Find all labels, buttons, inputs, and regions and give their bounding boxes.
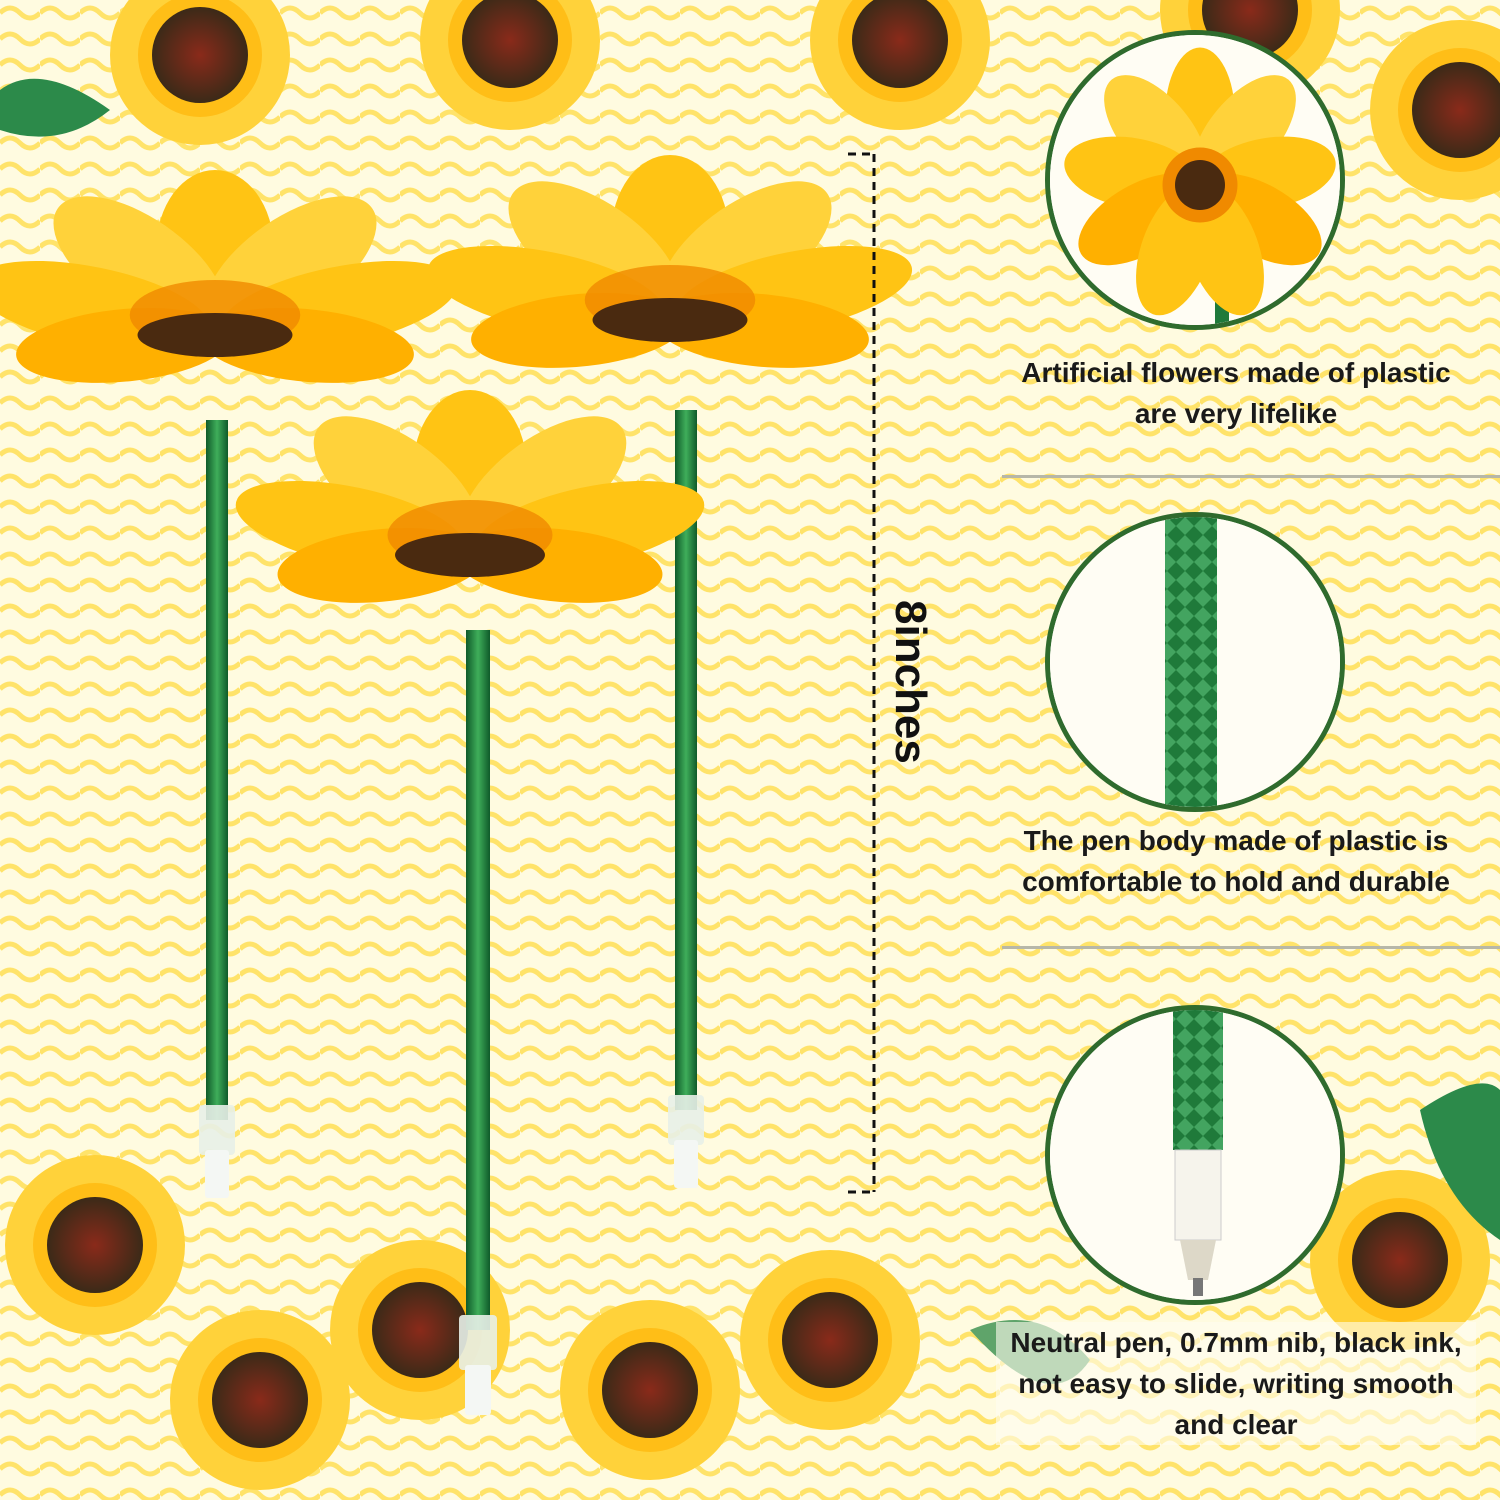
divider (1002, 475, 1500, 478)
length-label: 8inches (886, 600, 935, 764)
pen-body-caption: The pen body made of plastic is comforta… (1022, 825, 1450, 897)
pen-nib-closeup-circle (1045, 1005, 1345, 1305)
sunflower-head-closeup-icon (1050, 35, 1340, 325)
pen-body-closeup-icon (1050, 517, 1340, 807)
measurement-bracket (848, 152, 876, 1194)
pen-nib-caption: Neutral pen, 0.7mm nib, black ink, not e… (996, 1322, 1476, 1445)
flower-caption: Artificial flowers made of plastic are v… (1021, 357, 1451, 429)
divider (1002, 946, 1500, 949)
flower-closeup-circle (1045, 30, 1345, 330)
pen-nib-closeup-icon (1050, 1010, 1340, 1300)
pen-body-closeup-circle (1045, 512, 1345, 812)
